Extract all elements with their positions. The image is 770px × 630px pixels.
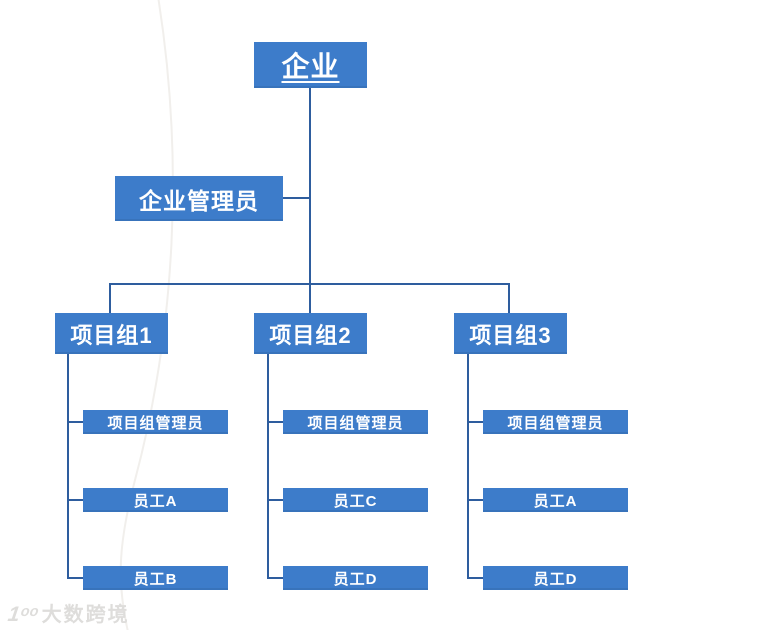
- node-group2-employee-c: 员工C: [283, 488, 428, 512]
- connector-group3-stub-1: [469, 421, 483, 423]
- node-group3-employee-a-label: 员工A: [533, 492, 578, 510]
- node-group2-employee-d-label: 员工D: [333, 570, 378, 588]
- node-group-3-label: 项目组3: [469, 322, 552, 348]
- node-group3-manager: 项目组管理员: [483, 410, 628, 434]
- node-group-2-label: 项目组2: [269, 322, 352, 348]
- node-group3-employee-a: 员工A: [483, 488, 628, 512]
- node-enterprise: 企业: [254, 42, 367, 88]
- node-group1-manager: 项目组管理员: [83, 410, 228, 434]
- connector-group3-stub-2: [469, 499, 483, 501]
- node-group1-manager-label: 项目组管理员: [107, 414, 204, 432]
- connector-drop-group3: [508, 283, 510, 313]
- node-group3-manager-label: 项目组管理员: [507, 414, 604, 432]
- watermark-logo: 1ᵒᵒ: [6, 603, 40, 626]
- node-group1-employee-a: 员工A: [83, 488, 228, 512]
- connector-group1-vertical: [67, 354, 69, 579]
- connector-group1-stub-3: [69, 577, 83, 579]
- connector-group3-stub-3: [469, 577, 483, 579]
- connector-group3-vertical: [467, 354, 469, 579]
- node-group1-employee-b: 员工B: [83, 566, 228, 590]
- node-enterprise-admin-label: 企业管理员: [139, 187, 259, 214]
- connector-group2-stub-3: [269, 577, 283, 579]
- node-group-2: 项目组2: [254, 313, 367, 354]
- node-group-1: 项目组1: [55, 313, 168, 354]
- node-enterprise-admin: 企业管理员: [115, 176, 283, 221]
- node-group3-employee-d-label: 员工D: [533, 570, 578, 588]
- connector-drop-group1: [109, 283, 111, 313]
- connector-group2-stub-1: [269, 421, 283, 423]
- watermark-name: 大数跨境: [41, 604, 130, 626]
- connector-group2-stub-2: [269, 499, 283, 501]
- node-group2-manager-label: 项目组管理员: [307, 414, 404, 432]
- node-group3-employee-d: 员工D: [483, 566, 628, 590]
- node-group2-manager: 项目组管理员: [283, 410, 428, 434]
- node-enterprise-label: 企业: [281, 51, 340, 82]
- connector-group2-vertical: [267, 354, 269, 579]
- node-group2-employee-c-label: 员工C: [333, 492, 378, 510]
- connector-group1-stub-1: [69, 421, 83, 423]
- node-group1-employee-b-label: 员工B: [133, 570, 178, 588]
- connector-branch-horizontal: [109, 283, 510, 285]
- connector-trunk-vertical: [309, 88, 311, 313]
- node-group-3: 项目组3: [454, 313, 567, 354]
- watermark: 1ᵒᵒ 大数跨境: [6, 598, 130, 627]
- node-group2-employee-d: 员工D: [283, 566, 428, 590]
- connector-admin-stub: [283, 197, 309, 199]
- connector-group1-stub-2: [69, 499, 83, 501]
- node-group1-employee-a-label: 员工A: [133, 492, 178, 510]
- node-group-1-label: 项目组1: [70, 322, 153, 348]
